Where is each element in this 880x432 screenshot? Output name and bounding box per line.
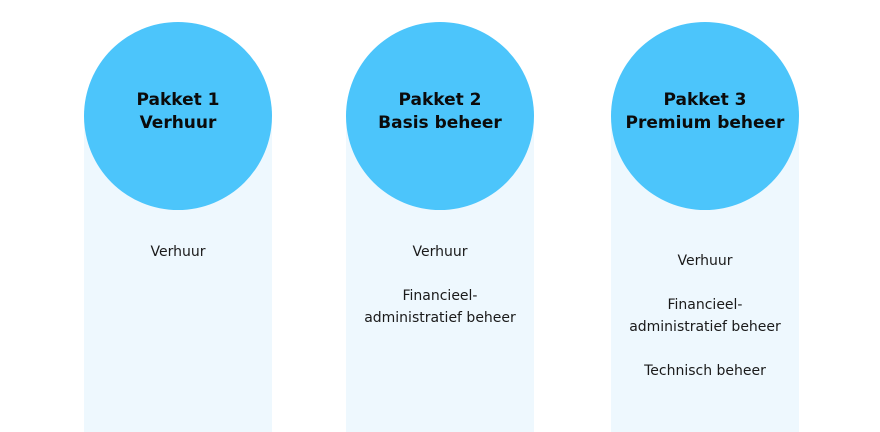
package-name: Verhuur <box>139 113 217 133</box>
package-number: Pakket 2 <box>398 90 482 110</box>
package-card-2: Pakket 2 Basis beheer Verhuur Financieel… <box>346 0 534 432</box>
feature-item: Verhuur <box>150 244 206 260</box>
package-feature-list: Verhuur Financieel- administratief behee… <box>611 250 799 404</box>
package-name: Premium beheer <box>625 113 785 133</box>
package-header-circle: Pakket 2 Basis beheer <box>346 22 534 210</box>
package-number: Pakket 1 <box>136 90 220 110</box>
feature-item: Financieel- administratief beheer <box>364 288 516 326</box>
feature-item: Technisch beheer <box>644 363 766 379</box>
feature-item: Verhuur <box>412 244 468 260</box>
package-card-3: Pakket 3 Premium beheer Verhuur Financie… <box>611 0 799 432</box>
feature-item: Financieel- administratief beheer <box>629 297 781 335</box>
package-title: Pakket 3 Premium beheer <box>626 89 785 135</box>
package-name: Basis beheer <box>378 113 502 133</box>
package-number: Pakket 3 <box>663 90 747 110</box>
package-feature-list: Verhuur Financieel- administratief behee… <box>346 241 534 351</box>
package-header-circle: Pakket 1 Verhuur <box>84 22 272 210</box>
package-card-1: Pakket 1 Verhuur Verhuur <box>84 0 272 432</box>
package-header-circle: Pakket 3 Premium beheer <box>611 22 799 210</box>
package-title: Pakket 2 Basis beheer <box>378 89 502 135</box>
feature-item: Verhuur <box>677 253 733 269</box>
package-feature-list: Verhuur <box>84 241 272 285</box>
package-title: Pakket 1 Verhuur <box>136 89 219 135</box>
